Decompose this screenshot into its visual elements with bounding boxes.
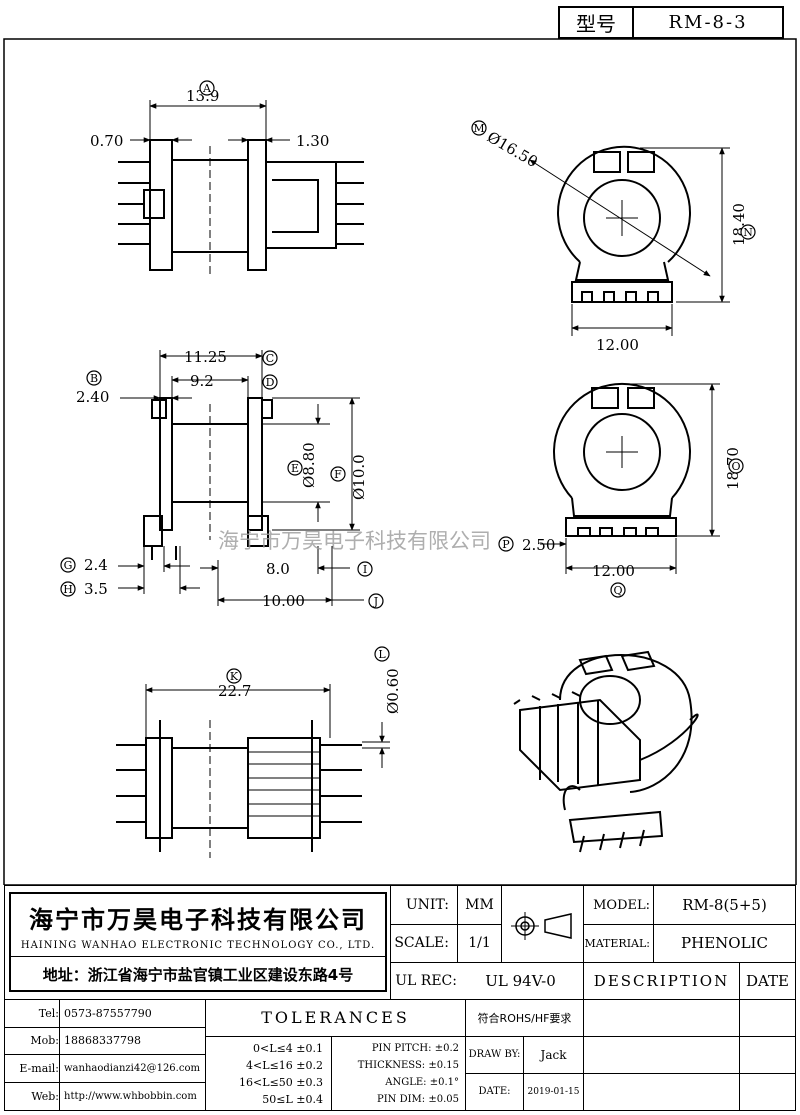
tolerances-title: TOLERANCES	[261, 1008, 410, 1027]
watermark: 海宁市万昊电子科技有限公司	[218, 529, 491, 553]
scale-label: SCALE:	[394, 935, 449, 951]
dim-m-value: Ø16.50	[484, 128, 541, 171]
model-value: RM-8(5+5)	[682, 896, 767, 914]
technical-drawing: 13.9 0.70 1.30 Ø16.50 18.40 12.00 11.25 …	[3, 38, 797, 885]
marker-d: D	[266, 376, 275, 389]
marker-j: J	[373, 595, 378, 608]
isometric-view	[513, 650, 699, 853]
rohs-note: 符合ROHS/HF要求	[477, 1011, 572, 1025]
company-name-en: HAINING WANHAO ELECTRONIC TECHNOLOGY CO.…	[20, 939, 376, 951]
draw-by-value: Jack	[540, 1047, 567, 1062]
dim-e-value: Ø8.80	[300, 442, 318, 488]
marker-c: C	[266, 352, 274, 365]
contact-tel-value: 0573-87557790	[64, 1006, 152, 1020]
marker-m: M	[473, 122, 484, 135]
scale-value: 1/1	[468, 935, 491, 951]
side-view-top	[118, 139, 364, 276]
contact-tel-label: Tel:	[38, 1006, 59, 1020]
dim-b-value: 2.40	[76, 388, 109, 406]
contact-email-label: E-mail:	[19, 1061, 59, 1075]
tolerance-item: THICKNESS: ±0.15	[357, 1060, 459, 1071]
tolerance-range-item: 16<L≤50 ±0.3	[239, 1076, 323, 1089]
dim-mn	[529, 147, 730, 336]
dim-p-value: 2.50	[522, 536, 555, 554]
drawing-frame	[3, 38, 797, 885]
ul-rec-label: UL REC:	[395, 972, 457, 989]
tolerance-item: ANGLE: ±0.1°	[385, 1077, 459, 1088]
company-panel: 海宁市万昊电子科技有限公司 HAINING WANHAO ELECTRONIC …	[9, 892, 387, 992]
dim-g-value: 2.4	[84, 556, 108, 574]
material-value: PHENOLIC	[681, 934, 768, 952]
front-view-top	[557, 145, 691, 303]
model-header-box: 型号 RM-8-3	[558, 6, 784, 39]
tolerance-item: PIN DIM: ±0.05	[376, 1094, 459, 1105]
dim-bcdef	[120, 350, 360, 531]
marker-b: B	[90, 372, 98, 385]
marker-p: P	[502, 538, 510, 551]
contact-mob-value: 18868337798	[64, 1034, 141, 1047]
dim-ghij	[118, 546, 364, 606]
contact-email-value: wanhaodianzi42@126.com	[64, 1062, 200, 1074]
material-label: MATERIAL:	[584, 936, 650, 950]
dim-i-value: 8.0	[266, 560, 290, 578]
marker-h: H	[63, 583, 73, 596]
tolerance-item: PIN PITCH: ±0.2	[371, 1043, 459, 1054]
dim-kl	[145, 684, 390, 768]
date2-label: DATE:	[478, 1086, 511, 1097]
marker-l: L	[378, 648, 386, 661]
ul-rec-value: UL 94V-0	[485, 971, 556, 990]
company-address: 地址：浙江省海宁市盐官镇工业区建设东路4号	[42, 965, 354, 984]
side-view-middle	[143, 397, 273, 560]
tolerance-ranges: 0<L≤4 ±0.1 4<L≤16 ±0.2 16<L≤50 ±0.3 50≤L…	[209, 1040, 327, 1108]
model-label: MODEL:	[593, 897, 650, 913]
dim-d-value: 9.2	[190, 372, 214, 390]
dim-k-value: 22.7	[218, 682, 251, 700]
marker-e: E	[291, 462, 299, 475]
unit-label: UNIT:	[405, 897, 449, 913]
marker-o: O	[731, 460, 740, 473]
marker-i: I	[363, 563, 367, 576]
date-label: DATE	[746, 971, 789, 990]
dim-c-value: 11.25	[184, 348, 227, 366]
marker-a: A	[202, 82, 212, 95]
tolerance-range-item: 0<L≤4 ±0.1	[253, 1042, 323, 1055]
tolerance-range-item: 50≤L ±0.4	[262, 1093, 323, 1106]
description-label: DESCRIPTION	[593, 971, 730, 990]
title-block: 海宁市万昊电子科技有限公司 HAINING WANHAO ELECTRONIC …	[4, 885, 796, 1111]
bottom-view	[116, 720, 362, 858]
dim-h-value: 3.5	[84, 580, 108, 598]
dim-a-right: 1.30	[296, 132, 329, 150]
model-header-value: RM-8-3	[668, 12, 748, 33]
marker-k: K	[230, 670, 239, 683]
marker-n: N	[743, 226, 753, 239]
dim-top-width: 12.00	[596, 336, 639, 354]
dim-a	[130, 100, 290, 143]
dim-a-left: 0.70	[90, 132, 123, 150]
draw-by-label: DRAW BY:	[468, 1049, 521, 1060]
dimension-markers: A M N C D B E F G H I J O P Q K L	[60, 80, 756, 684]
dim-opq	[540, 383, 720, 574]
date2-value: 2019-01-15	[527, 1086, 580, 1097]
dim-l-value: Ø0.60	[384, 668, 402, 714]
marker-f: F	[334, 468, 342, 481]
model-header-label: 型号	[560, 8, 634, 37]
unit-value: MM	[465, 897, 494, 913]
contact-web-label: Web:	[31, 1089, 59, 1103]
tolerance-items: PIN PITCH: ±0.2 THICKNESS: ±0.15 ANGLE: …	[333, 1040, 463, 1108]
tolerance-range-item: 4<L≤16 ±0.2	[246, 1059, 323, 1072]
contact-mob-label: Mob:	[30, 1034, 59, 1047]
dim-j-value: 10.00	[262, 592, 305, 610]
dim-q-value: 12.00	[592, 562, 635, 580]
marker-q: Q	[613, 584, 622, 597]
company-name-cn: 海宁市万昊电子科技有限公司	[29, 905, 367, 934]
contact-web-value: http://www.whbobbin.com	[64, 1090, 197, 1102]
dim-f-value: Ø10.0	[350, 454, 368, 500]
front-view-middle	[553, 382, 691, 537]
dim-n-value: 18.40	[730, 203, 748, 246]
projection-symbol-icon	[511, 912, 572, 940]
marker-g: G	[64, 559, 73, 572]
